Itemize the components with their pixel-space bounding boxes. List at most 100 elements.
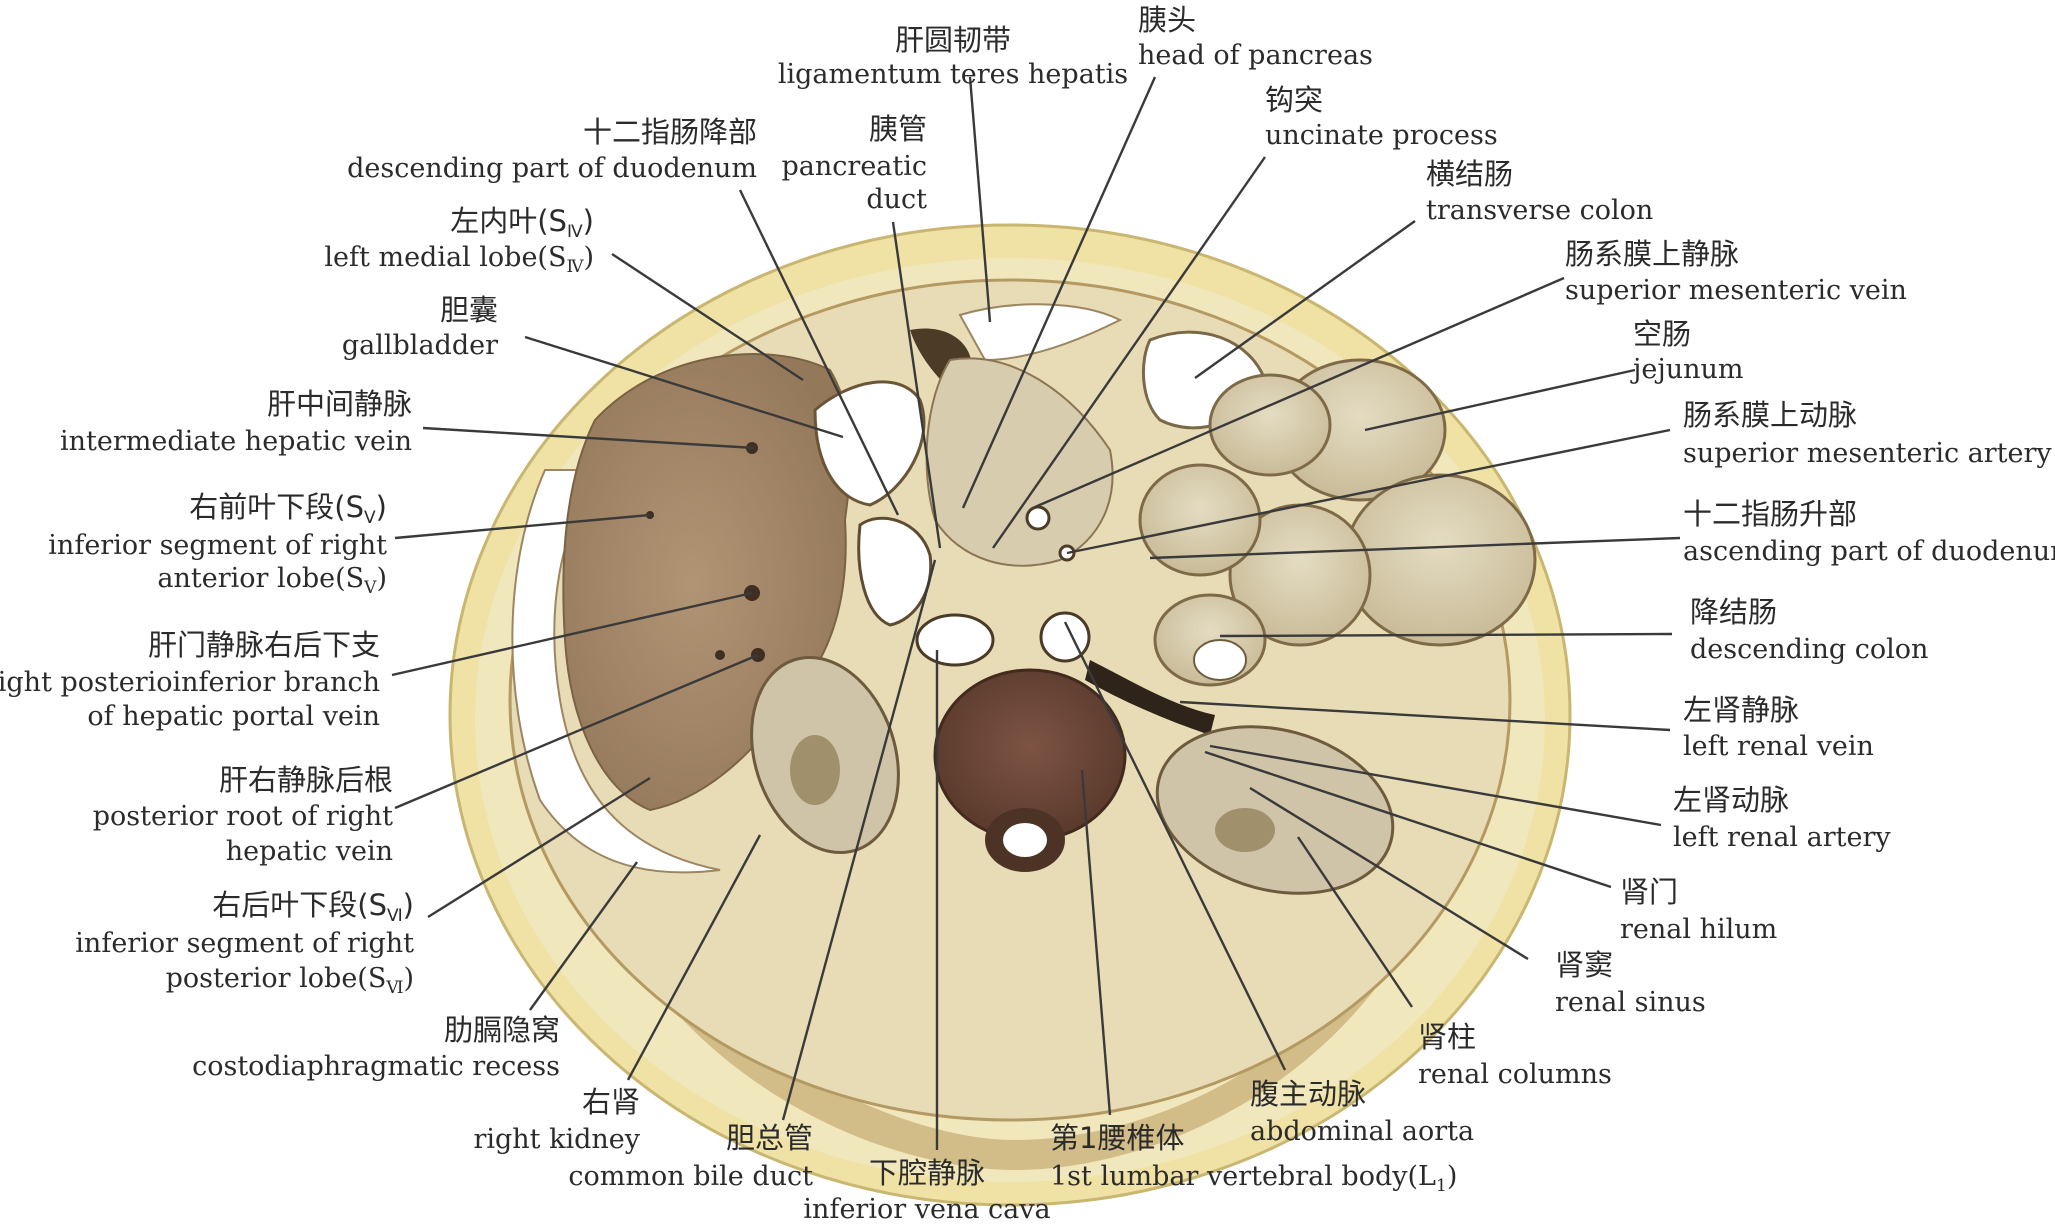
label-right-hv-root-en2: hepatic vein bbox=[226, 836, 393, 867]
posterior-wall bbox=[600, 860, 1430, 1170]
leader-line bbox=[1080, 769, 1112, 1116]
left-kidney-sinus bbox=[1215, 808, 1275, 852]
label-lumbar-body-en: 1st lumbar vertebral body(L1) bbox=[1050, 1161, 1457, 1196]
label-right-hv-root-en1: posterior root of right bbox=[93, 801, 393, 832]
label-left-renal-artery-zh: 左肾动脉 bbox=[1673, 783, 1789, 817]
spinal-canal-lumen bbox=[1003, 823, 1047, 857]
label-descending-colon-en: descending colon bbox=[1690, 634, 1928, 665]
label-right-kidney-en: right kidney bbox=[473, 1124, 640, 1155]
leader-line bbox=[1034, 276, 1565, 509]
pancreas-shape bbox=[925, 357, 1114, 567]
leader-line bbox=[1149, 536, 1681, 560]
leader-line bbox=[394, 513, 651, 540]
label-uncinate-zh: 钩突 bbox=[1265, 83, 1323, 117]
label-descending-duodenum-en: descending part of duodenum bbox=[347, 153, 757, 184]
label-lumbar-body-zh: 第1腰椎体 bbox=[1050, 1121, 1184, 1155]
leader-line bbox=[1249, 786, 1529, 961]
label-ligamentum-teres-en: ligamentum teres hepatis bbox=[778, 59, 1128, 90]
label-asc-duodenum-en: ascending part of duodenum bbox=[1683, 536, 2055, 567]
leader-line bbox=[1179, 700, 1671, 732]
label-right-kidney-zh: 右肾 bbox=[582, 1085, 640, 1119]
leader-line bbox=[524, 335, 844, 439]
label-right-ant-inf-en1: inferior segment of right bbox=[48, 530, 387, 561]
label-ivc-en: inferior vena cava bbox=[803, 1194, 1050, 1225]
label-right-ant-inf-en2: anterior lobe(SⅤ) bbox=[157, 563, 387, 598]
label-left-renal-artery-en: left renal artery bbox=[1673, 822, 1891, 853]
label-renal-sinus-en: renal sinus bbox=[1555, 987, 1706, 1018]
leader-line bbox=[1219, 632, 1673, 638]
label-costodiaphragmatic-zh: 肋膈隐窝 bbox=[444, 1013, 560, 1047]
leader-line bbox=[611, 252, 804, 382]
leader-line bbox=[394, 653, 759, 810]
leader-line bbox=[738, 189, 900, 516]
leader-line bbox=[391, 591, 753, 677]
label-sup-mes-vein-zh: 肠系膜上静脉 bbox=[1565, 237, 1739, 271]
label-renal-hilum-zh: 肾门 bbox=[1620, 875, 1678, 909]
label-left-medial-lobe-zh: 左内叶(SⅣ) bbox=[450, 204, 594, 242]
label-portal-branch-zh: 肝门静脉右后下支 bbox=[148, 628, 380, 662]
leader-line bbox=[1063, 621, 1287, 1071]
body-cross-section bbox=[448, 223, 1572, 1207]
leader-line bbox=[992, 156, 1266, 549]
leader-line bbox=[1297, 836, 1413, 1008]
leader-line bbox=[1194, 220, 1416, 379]
label-right-post-inf-en2: posterior lobe(SⅥ) bbox=[166, 963, 414, 998]
label-intermediate-hv-zh: 肝中间静脉 bbox=[267, 387, 412, 421]
label-ligamentum-teres-zh: 肝圆韧带 bbox=[895, 23, 1011, 57]
label-transverse-colon-zh: 横结肠 bbox=[1426, 157, 1513, 191]
duodenum-shape bbox=[857, 516, 933, 627]
label-intermediate-hv-en: intermediate hepatic vein bbox=[60, 426, 412, 457]
label-pancreatic-duct-zh: 胰管 bbox=[869, 112, 927, 146]
label-right-post-inf-en1: inferior segment of right bbox=[75, 928, 414, 959]
label-pancreatic-duct-en1: pancreatic bbox=[782, 151, 927, 182]
label-left-medial-lobe-en: left medial lobe(SⅣ) bbox=[324, 242, 594, 277]
leader-line bbox=[529, 861, 638, 1011]
leader-line bbox=[1204, 750, 1612, 889]
leader-line bbox=[1066, 428, 1671, 555]
gallbladder-shape bbox=[813, 380, 926, 507]
bowel-loops bbox=[1138, 358, 1537, 687]
left-renal-vein-shape bbox=[1085, 660, 1215, 735]
label-right-post-inf-zh: 右后叶下段(SⅥ) bbox=[212, 888, 414, 926]
label-descending-duodenum-zh: 十二指肠降部 bbox=[583, 115, 757, 149]
label-head-pancreas-en: head of pancreas bbox=[1138, 40, 1373, 71]
bowel-loop bbox=[1208, 373, 1332, 477]
label-descending-colon-zh: 降结肠 bbox=[1690, 595, 1777, 629]
leader-line bbox=[1209, 744, 1662, 827]
leader-line bbox=[968, 76, 992, 323]
label-gallbladder-en: gallbladder bbox=[342, 330, 498, 361]
leader-line bbox=[1364, 368, 1636, 432]
label-asc-duodenum-zh: 十二指肠升部 bbox=[1683, 497, 1857, 531]
label-common-bile-duct-en: common bile duct bbox=[568, 1161, 813, 1192]
label-renal-sinus-zh: 肾窦 bbox=[1555, 948, 1613, 982]
leader-line bbox=[427, 776, 651, 919]
anterior-gap bbox=[958, 303, 1123, 362]
label-ivc-zh: 下腔静脉 bbox=[869, 1156, 985, 1190]
leader-line bbox=[781, 559, 937, 1121]
hepatic-dot-4 bbox=[715, 650, 725, 660]
label-right-ant-inf-zh: 右前叶下段(SⅤ) bbox=[189, 490, 387, 528]
labels: 肝圆韧带 ligamentum teres hepatis 胰头 head of… bbox=[0, 3, 2055, 1225]
label-common-bile-duct-zh: 胆总管 bbox=[726, 1121, 813, 1155]
bowel-loop bbox=[1343, 473, 1537, 647]
label-head-pancreas-zh: 胰头 bbox=[1138, 3, 1196, 37]
label-gallbladder-zh: 胆囊 bbox=[440, 293, 498, 327]
label-renal-columns-en: renal columns bbox=[1418, 1059, 1612, 1090]
label-abdominal-aorta-zh: 腹主动脉 bbox=[1250, 1077, 1366, 1111]
label-sup-mes-vein-en: superior mesenteric vein bbox=[1565, 275, 1907, 306]
label-renal-hilum-en: renal hilum bbox=[1620, 914, 1777, 945]
label-portal-branch-en2: of hepatic portal vein bbox=[87, 701, 380, 732]
label-costodiaphragmatic-en: costodiaphragmatic recess bbox=[192, 1051, 560, 1082]
label-portal-branch-en1: right posterioinferior branch bbox=[0, 667, 380, 698]
label-abdominal-aorta-en: abdominal aorta bbox=[1250, 1116, 1474, 1147]
label-jejunum-en: jejunum bbox=[1630, 354, 1744, 385]
label-sup-mes-artery-en: superior mesenteric artery bbox=[1683, 438, 2052, 469]
label-uncinate-en: uncinate process bbox=[1265, 120, 1498, 151]
label-jejunum-zh: 空肠 bbox=[1633, 317, 1691, 351]
descending-colon-shape bbox=[1193, 639, 1247, 681]
label-left-renal-vein-en: left renal vein bbox=[1683, 731, 1874, 762]
leader-lines bbox=[391, 76, 1681, 1150]
costodiaphragmatic-recess-shape bbox=[511, 469, 721, 874]
